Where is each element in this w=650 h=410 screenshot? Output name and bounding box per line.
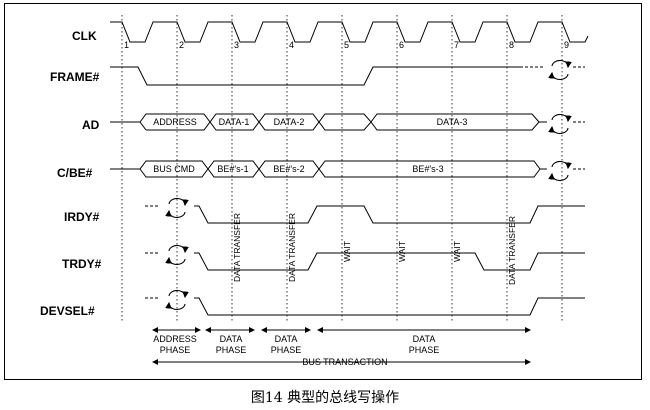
signal-label-trdy: TRDY#: [62, 257, 102, 271]
wait-label: WAIT: [397, 241, 407, 262]
address-phase-label-line2: PHASE: [160, 345, 191, 355]
data-phase-2-label-line1: DATA: [275, 334, 298, 344]
clock-number-2: 2: [179, 40, 184, 50]
ad-data2-label: DATA-2: [274, 117, 305, 127]
clock-number-7: 7: [454, 40, 459, 50]
ad-data3-label: DATA-3: [437, 117, 468, 127]
cbe-be2-label: BE#'s-2: [273, 164, 304, 174]
turnaround-icon: [165, 244, 189, 266]
data-transfer-label: DATA TRANSFER: [287, 213, 297, 282]
irdy-waveform: [194, 205, 585, 224]
wait-label: WAIT: [452, 241, 462, 262]
cbe-be3-label: BE#'s-3: [412, 164, 443, 174]
ad-bus-start: [139, 121, 147, 131]
signal-label-irdy: IRDY#: [64, 210, 100, 224]
ad-data1-label: DATA-1: [219, 117, 250, 127]
wait-label: WAIT: [342, 241, 352, 262]
turnaround-icon: [548, 160, 572, 182]
ad-bus-waveform: [110, 113, 547, 131]
data-phase-2-label-line2: PHASE: [271, 345, 302, 355]
clk-waveform: [110, 21, 589, 43]
signal-label-frame: FRAME#: [50, 70, 100, 84]
signal-label-devsel: DEVSEL#: [40, 304, 95, 318]
figure-caption: 图14 典型的总线写操作: [250, 390, 400, 406]
data-transfer-label: DATA TRANSFER: [507, 216, 517, 285]
data-phase-3-label-line2: PHASE: [409, 345, 440, 355]
clock-number-8: 8: [509, 40, 514, 50]
phase-arrows: [152, 327, 531, 365]
ad-address-label: ADDRESS: [153, 117, 197, 127]
cbe-bus-cmd-label: BUS CMD: [153, 164, 195, 174]
clock-number-9: 9: [564, 40, 569, 50]
turnaround-icons: [165, 59, 572, 311]
trdy-waveform: [194, 252, 585, 271]
data-transfer-label: DATA TRANSFER: [232, 213, 242, 282]
diagram-frame: [4, 3, 642, 380]
turnaround-icon: [165, 197, 189, 219]
turnaround-icon: [548, 113, 572, 135]
clock-number-5: 5: [344, 40, 349, 50]
signal-label-clk: CLK: [72, 29, 97, 43]
clock-number-3: 3: [234, 40, 239, 50]
cbe-bus-waveform: [110, 160, 547, 178]
signal-label-ad: AD: [82, 118, 100, 132]
data-phase-1-label-line1: DATA: [220, 334, 243, 344]
address-phase-label-line1: ADDRESS: [153, 334, 197, 344]
timing-diagram: 1 2 3 4 5 6 7 8 9 CLK FRAME# AD C/BE# IR…: [40, 15, 589, 367]
cbe-be1-label: BE#'s-1: [217, 164, 248, 174]
clock-numbers: 1 2 3 4 5 6 7 8 9: [124, 40, 569, 50]
data-phase-3-label-line1: DATA: [413, 334, 436, 344]
data-phase-1-label-line2: PHASE: [216, 345, 247, 355]
devsel-waveform: [194, 297, 585, 316]
signal-label-cbe: C/BE#: [57, 166, 93, 180]
clock-number-6: 6: [399, 40, 404, 50]
turnaround-icon: [165, 289, 189, 311]
frame-waveform: [110, 66, 520, 86]
bus-transaction-label: BUS TRANSACTION: [302, 357, 387, 367]
clock-number-4: 4: [289, 40, 294, 50]
turnaround-icon: [548, 59, 572, 81]
clock-number-1: 1: [124, 40, 129, 50]
